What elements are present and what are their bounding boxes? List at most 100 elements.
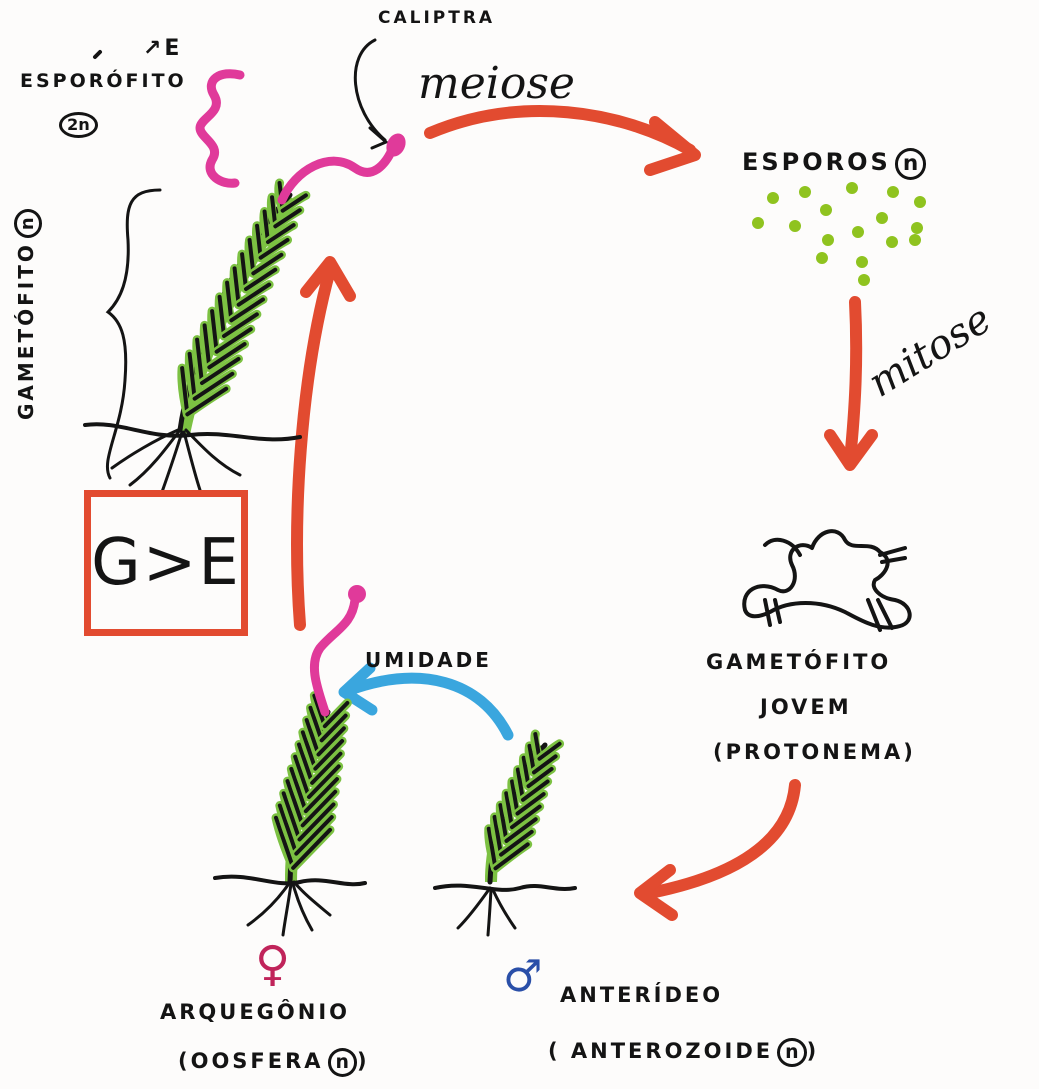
spore-dot — [911, 222, 923, 234]
leaf — [291, 827, 333, 870]
female-symbol-icon: ♀ — [255, 936, 291, 992]
leaf — [244, 267, 278, 291]
gametophyte-dominance-box: G>E — [84, 490, 248, 636]
spore-dot — [789, 220, 801, 232]
meiosis-arrow — [424, 105, 696, 156]
leaf — [493, 842, 530, 871]
leaf — [289, 766, 308, 814]
leaf — [307, 764, 341, 799]
fertilization-arrow — [291, 264, 336, 631]
leaf — [225, 280, 234, 323]
leaf — [274, 815, 296, 870]
young-gametophyte-label-line1: GAMETÓFITO — [706, 650, 892, 674]
spore-dots-icon — [752, 182, 926, 286]
leaf — [537, 741, 562, 761]
leaf — [258, 237, 290, 260]
spore-dot — [799, 186, 811, 198]
male-symbol-icon: ♂ — [503, 951, 543, 1002]
leaf — [251, 252, 284, 276]
leaf — [192, 371, 235, 401]
leaf — [300, 789, 338, 828]
fertilization-arrowhead — [300, 256, 356, 302]
spore-dot — [886, 236, 898, 248]
leaf — [247, 237, 256, 276]
leaf — [312, 693, 327, 729]
meiosis-arrowhead — [644, 116, 701, 176]
caliptra-pointer — [353, 38, 387, 142]
female-gametophyte-icon — [213, 585, 367, 937]
leaf — [294, 815, 334, 856]
leaf — [297, 802, 336, 842]
male-gametophyte-icon — [433, 729, 577, 937]
humidity-label: UMIDADE — [365, 648, 492, 672]
leaf — [510, 779, 520, 816]
leaf — [232, 266, 241, 307]
leaf — [316, 726, 346, 757]
leaf — [308, 705, 324, 743]
leaf — [266, 223, 296, 244]
leaf — [303, 777, 339, 814]
spore-dot — [767, 192, 779, 204]
protonema-to-gametophytes-arrow — [644, 779, 801, 899]
humidity-arrowhead — [338, 662, 378, 716]
leaf — [304, 718, 321, 757]
leaf — [229, 297, 265, 323]
leaf — [222, 312, 259, 338]
leaf — [492, 814, 503, 857]
female-sporophyte-capsule — [348, 585, 366, 603]
leaf — [277, 803, 299, 856]
leaf — [504, 791, 514, 830]
female-sporophyte-stalk — [309, 595, 360, 717]
leaf — [255, 223, 263, 260]
leaf — [195, 337, 204, 385]
spore-dot — [914, 196, 926, 208]
meiosis-label: meiose — [418, 58, 575, 109]
spore-dot — [816, 252, 828, 264]
antheridium-label: ANTERÍDEO — [560, 983, 724, 1007]
leaf — [180, 366, 190, 417]
leaf — [207, 342, 247, 370]
leaf — [498, 803, 509, 843]
leaf — [200, 356, 241, 385]
gametophyte-brace — [105, 188, 162, 480]
leaf — [521, 779, 550, 802]
humidity-arrow — [344, 672, 514, 741]
leaf — [310, 751, 343, 785]
spore-dot — [909, 234, 921, 246]
sporophyte-e-label: ↗E — [143, 36, 183, 61]
leaf — [210, 309, 219, 354]
sporophyte-ploidy: 2n — [55, 112, 98, 138]
leaf — [510, 804, 542, 830]
leaf — [285, 779, 305, 828]
spore-dot — [858, 274, 870, 286]
young-gametophyte-label-line2: JOVEM — [760, 695, 852, 719]
leaf — [504, 817, 538, 843]
leaf — [300, 730, 318, 771]
mitosis-arrow — [844, 296, 863, 466]
spore-dot — [856, 256, 868, 268]
leaf — [280, 193, 308, 213]
protonema-arrowhead — [634, 864, 678, 921]
mature-gametophyte-icon — [83, 178, 311, 494]
leaf — [313, 739, 345, 771]
leaf — [319, 713, 348, 743]
leaf — [297, 742, 315, 785]
spore-dot — [820, 204, 832, 216]
leaf — [486, 826, 498, 871]
leaf — [236, 282, 272, 307]
spore-dot — [852, 226, 864, 238]
leaf — [293, 754, 311, 799]
spore-dot — [876, 212, 888, 224]
spore-dot — [822, 234, 834, 246]
leaf — [185, 386, 229, 417]
protonema-label: (PROTONEMA) — [713, 740, 916, 764]
leaf — [240, 252, 248, 291]
caliptra-label: CALIPTRA — [378, 8, 496, 28]
leaf — [281, 791, 302, 842]
spore-dot — [887, 186, 899, 198]
leaf — [273, 208, 302, 229]
